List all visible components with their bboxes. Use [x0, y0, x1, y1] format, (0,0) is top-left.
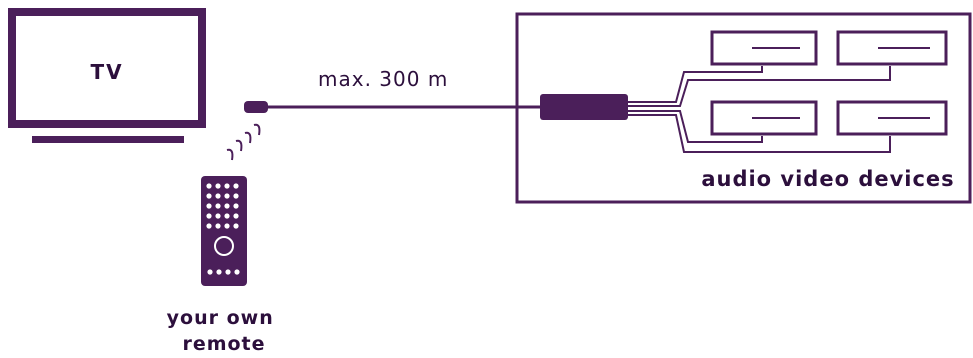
av-device-icon — [836, 30, 948, 66]
branch-wires — [628, 66, 891, 153]
tv-label: TV — [90, 60, 123, 84]
remote-icon — [201, 176, 247, 286]
remote-label-line-2: remote — [182, 333, 265, 355]
remote-label-line-1: your own — [167, 307, 274, 329]
devices-enclosure — [515, 12, 972, 204]
av-device-icon — [836, 100, 948, 136]
av-device-icon — [710, 100, 818, 136]
tv-icon — [8, 8, 206, 143]
cable-length-label: max. 300 m — [318, 67, 448, 91]
ir-signal-icon — [226, 123, 261, 161]
av-device-icon — [710, 30, 818, 66]
ir-receiver-icon — [244, 101, 268, 113]
devices-label: audio video devices — [701, 167, 954, 191]
ir-extender-hub-icon — [540, 94, 628, 120]
remote-label: your own remote — [167, 307, 282, 355]
